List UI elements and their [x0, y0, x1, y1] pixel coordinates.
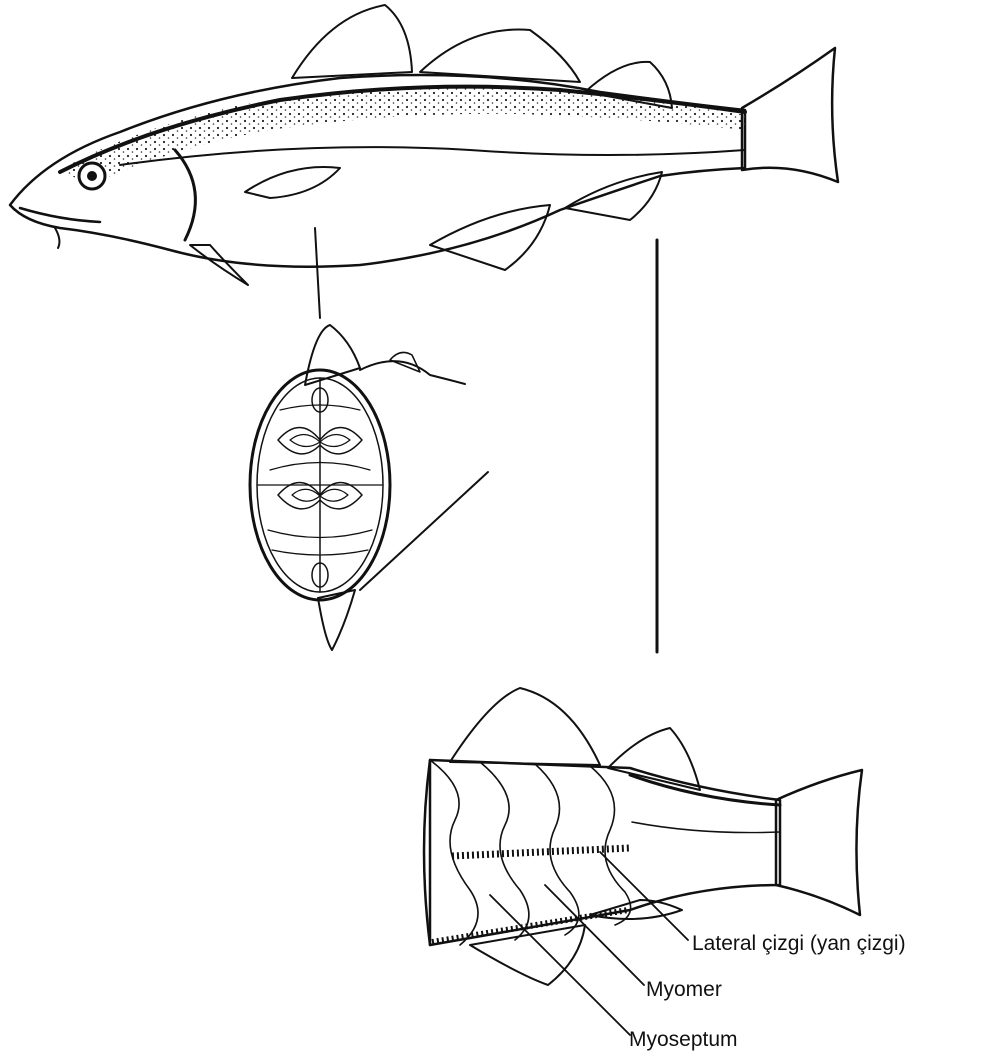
label-lateral-line: Lateral çizgi (yan çizgi) — [692, 932, 906, 955]
cross-section — [250, 325, 488, 650]
pectoral-fin — [245, 167, 340, 198]
caudal-fin — [742, 48, 838, 182]
segment-dorsal-fin — [450, 688, 600, 765]
segment-caudal-fin — [776, 770, 862, 915]
section-dorsal-fin — [305, 325, 360, 385]
top-lateral-line — [120, 147, 745, 165]
gill-cover — [175, 150, 195, 240]
label-myomer: Myomer — [646, 978, 722, 1001]
pelvic-fin — [190, 245, 248, 285]
myoseptum-leader-line — [490, 895, 630, 1035]
segment-second-anal-fin — [590, 900, 682, 919]
cross-section-pointer-line — [315, 228, 320, 318]
segment-second-dorsal-fin — [608, 728, 700, 790]
whole-fish — [10, 5, 838, 285]
label-myoseptum: Myoseptum — [629, 1028, 738, 1051]
first-dorsal-fin — [292, 5, 412, 78]
barbel — [55, 228, 59, 248]
